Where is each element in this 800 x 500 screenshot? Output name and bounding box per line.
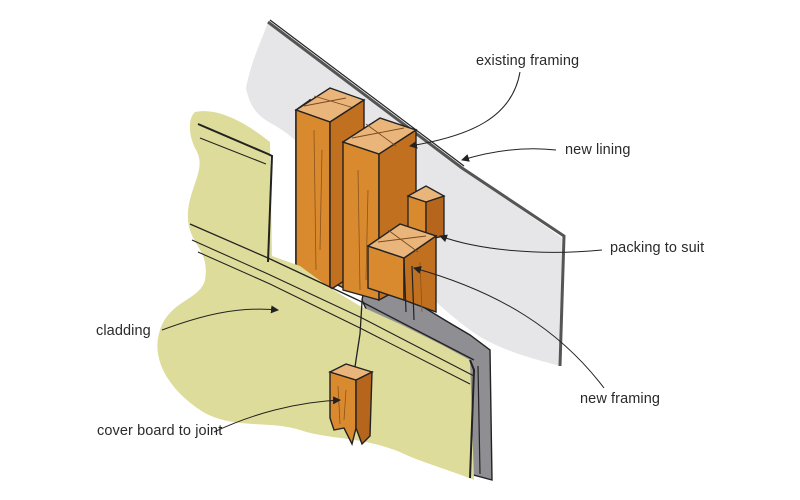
leader-cover-board xyxy=(213,396,341,433)
leader-new-framing xyxy=(413,266,605,389)
label-cladding: cladding xyxy=(96,323,151,339)
callout-leaders xyxy=(161,71,605,433)
leader-packing xyxy=(439,234,603,253)
label-existing-framing: existing framing xyxy=(476,53,580,69)
label-new-lining: new lining xyxy=(565,142,631,158)
cover-board xyxy=(328,363,374,447)
leader-new-lining xyxy=(461,148,557,162)
label-cover-board-to-joint: cover board to joint xyxy=(97,423,223,439)
packing-piece xyxy=(406,185,446,241)
existing-framing xyxy=(294,87,418,302)
leader-existing-framing xyxy=(409,71,521,149)
leader-cladding xyxy=(161,305,279,331)
label-packing-to-suit: packing to suit xyxy=(610,240,705,256)
new-framing xyxy=(366,223,438,321)
cladding-boards xyxy=(157,111,481,481)
label-new-framing: new framing xyxy=(580,391,661,407)
